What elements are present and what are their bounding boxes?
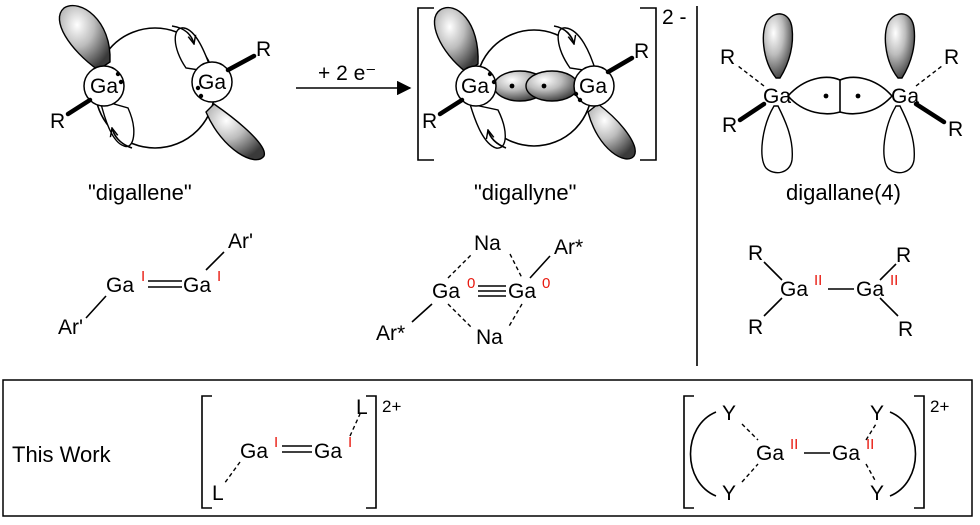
da-r3: R [896, 244, 911, 267]
this-work-label: This Work [12, 442, 112, 467]
tw-left-charge: 2+ [382, 397, 401, 416]
da-ga2: Ga [856, 278, 884, 301]
digallene-r-left: R [50, 110, 65, 133]
tw-left-ga2: Ga [314, 440, 342, 463]
tw-right-charge: 2+ [930, 397, 949, 416]
tw-left-ga1: Ga [240, 440, 268, 463]
dg-ar-bottom: Ar' [58, 316, 83, 339]
dg-ar-top: Ar' [228, 230, 253, 253]
dg-ga1: Ga [106, 274, 134, 297]
digallyne-ga-left: Ga [461, 75, 489, 98]
da-ox1: II [814, 272, 822, 289]
digallane-r-top-left: R [720, 46, 735, 69]
dy-ox2: 0 [542, 275, 550, 292]
dy-ar-bottom: Ar* [376, 322, 405, 345]
this-work-gallene-dication: 2+ Ga I Ga I L L [201, 395, 401, 509]
digallane-ga-left: Ga [763, 85, 791, 108]
tw-right-y4: Y [870, 482, 884, 505]
digallane-r-bottom-right: R [948, 118, 963, 141]
digallyne-structure: Na Na Ga 0 Ga 0 Ar* Ar* [376, 232, 583, 349]
dy-ar-top: Ar* [554, 236, 583, 259]
digallene-caption: "digallene" [88, 180, 192, 205]
tw-right-y2: Y [722, 482, 736, 505]
digallene-ga-left: Ga [90, 75, 118, 98]
tw-left-l-bottom: L [212, 482, 224, 505]
digallyne-ga-right: Ga [579, 75, 607, 98]
dy-na-bottom: Na [476, 326, 503, 349]
tw-right-ga1: Ga [756, 442, 784, 465]
dg-ox1: I [141, 268, 145, 285]
tw-right-ox2: II [866, 436, 874, 453]
tw-left-ox1: I [274, 434, 278, 451]
digallene-ga-right: Ga [198, 71, 226, 94]
this-work-box [2, 379, 973, 517]
digallyne-r-left: R [422, 110, 437, 133]
dg-ga2: Ga [183, 274, 211, 297]
da-r4: R [898, 318, 913, 341]
digallane-structure: Ga II Ga II R R R R [748, 242, 913, 341]
digallyne-r-right: R [634, 40, 649, 63]
digallyne-orbital-diagram: Ga Ga R R 2 - [417, 6, 687, 161]
da-ox2: II [890, 272, 898, 289]
tw-right-y1: Y [722, 402, 736, 425]
da-r1: R [748, 242, 763, 265]
dy-ga2: Ga [508, 280, 536, 303]
dy-ox1: 0 [467, 275, 475, 292]
dy-ga1: Ga [432, 280, 460, 303]
tw-right-ga2: Ga [832, 442, 860, 465]
digallane-ga-right: Ga [891, 85, 919, 108]
reduction-label: + 2 e⁻ [318, 62, 376, 85]
tw-left-ox2: I [348, 434, 352, 451]
digallane-r-top-right: R [944, 46, 959, 69]
this-work-gallane-dication: 2+ Y Y Y Y Ga II Ga II [683, 395, 949, 509]
digallene-r-right: R [256, 38, 271, 61]
digallyne-charge: 2 - [662, 6, 687, 29]
tw-right-y3: Y [870, 402, 884, 425]
tw-right-ox1: II [790, 436, 798, 453]
da-r2: R [748, 316, 763, 339]
dg-ox2: I [217, 268, 221, 285]
digallane-r-bottom-left: R [722, 114, 737, 137]
da-ga1: Ga [780, 278, 808, 301]
digallane-orbital-diagram: Ga Ga R R R R [720, 13, 963, 174]
tw-left-l-top: L [356, 396, 368, 419]
digallene-orbital-diagram: Ga Ga R R [50, 5, 271, 161]
digallane-caption: digallane(4) [786, 180, 901, 205]
dy-na-top: Na [474, 232, 501, 255]
digallene-structure: Ga I Ga I Ar' Ar' [58, 230, 253, 339]
digallyne-caption: "digallyne" [474, 180, 576, 205]
